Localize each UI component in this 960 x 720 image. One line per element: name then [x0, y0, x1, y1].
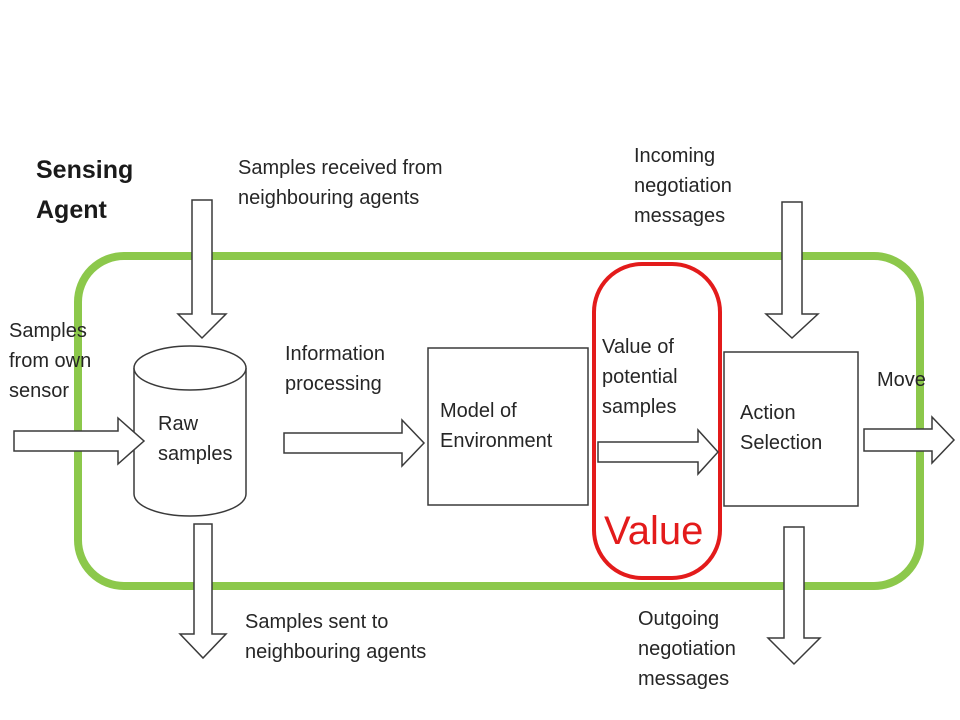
action-selection-box [723, 351, 859, 507]
label-samples-received: Samples received from neighbouring agent… [238, 157, 443, 209]
value-highlight [592, 262, 722, 580]
arrow-value [597, 428, 720, 476]
value-word: Value [604, 509, 704, 553]
label-information-processing: Information processing [285, 343, 386, 395]
label-outgoing-negotiation: Outgoing negotiation messages [638, 608, 736, 690]
arrow-own-sensor [13, 416, 146, 466]
arrow-move [863, 415, 956, 465]
arrow-samples-received [176, 199, 228, 340]
label-incoming-negotiation: Incoming negotiation messages [634, 145, 732, 227]
model-of-environment-label: Model of Environment [440, 400, 553, 452]
label-move: Move [877, 369, 926, 391]
action-selection-label: Action Selection [740, 402, 823, 454]
agent-boundary [74, 252, 924, 590]
raw-samples-label: Raw samples [158, 413, 233, 465]
arrow-information-processing [283, 418, 426, 468]
diagram-title: Sensing Agent [36, 156, 134, 224]
arrow-samples-sent [178, 523, 228, 660]
raw-samples-cylinder [133, 345, 247, 517]
label-samples-own-sensor: Samples from own sensor [9, 320, 92, 402]
label-value-potential-samples: Value of potential samples [602, 336, 678, 418]
model-of-environment-box [427, 347, 589, 506]
label-samples-sent: Samples sent to neighbouring agents [245, 611, 427, 663]
arrow-outgoing-negotiation [766, 526, 822, 666]
arrow-incoming-negotiation [764, 201, 820, 340]
